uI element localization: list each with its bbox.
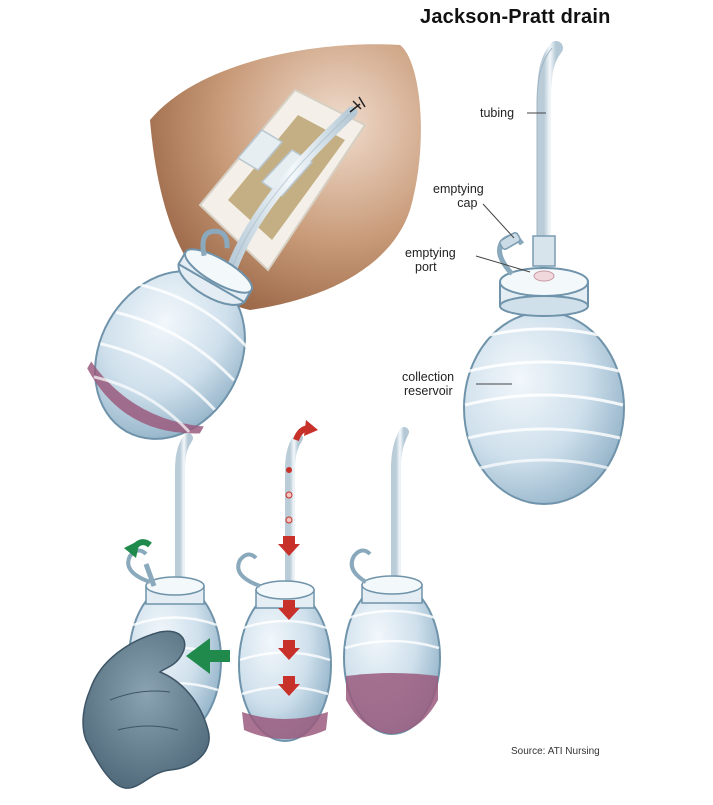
bulb-top-left (87, 228, 253, 440)
source-credit: Source: ATI Nursing (511, 746, 600, 757)
label-emptying-port-line-1: emptying (405, 246, 456, 260)
label-collection-reservoir-line-2: reservoir (404, 384, 453, 398)
label-tubing: tubing (480, 106, 515, 120)
label-emptying-port: emptying port (405, 246, 456, 274)
red-flow-arrows (278, 420, 318, 696)
label-emptying-cap: emptying cap (433, 182, 484, 210)
tubing-top-left (226, 96, 366, 274)
diagram-title: Jackson-Pratt drain (420, 6, 611, 28)
glove-hand (82, 630, 210, 789)
label-emptying-port-line-2: port (415, 260, 437, 274)
green-squeeze-arrow (186, 638, 230, 674)
labeled-drain (463, 41, 625, 505)
label-leaders (475, 112, 546, 385)
green-cap-arrow (124, 539, 152, 558)
label-collection-reservoir-line-1: collection (402, 370, 455, 384)
bulb-step-3 (343, 427, 441, 735)
bulb-step-2 (236, 433, 332, 742)
label-emptying-cap-line-1: emptying (433, 182, 484, 196)
label-emptying-cap-line-2: cap (457, 196, 478, 210)
label-collection-reservoir: collection reservoir (402, 370, 454, 398)
